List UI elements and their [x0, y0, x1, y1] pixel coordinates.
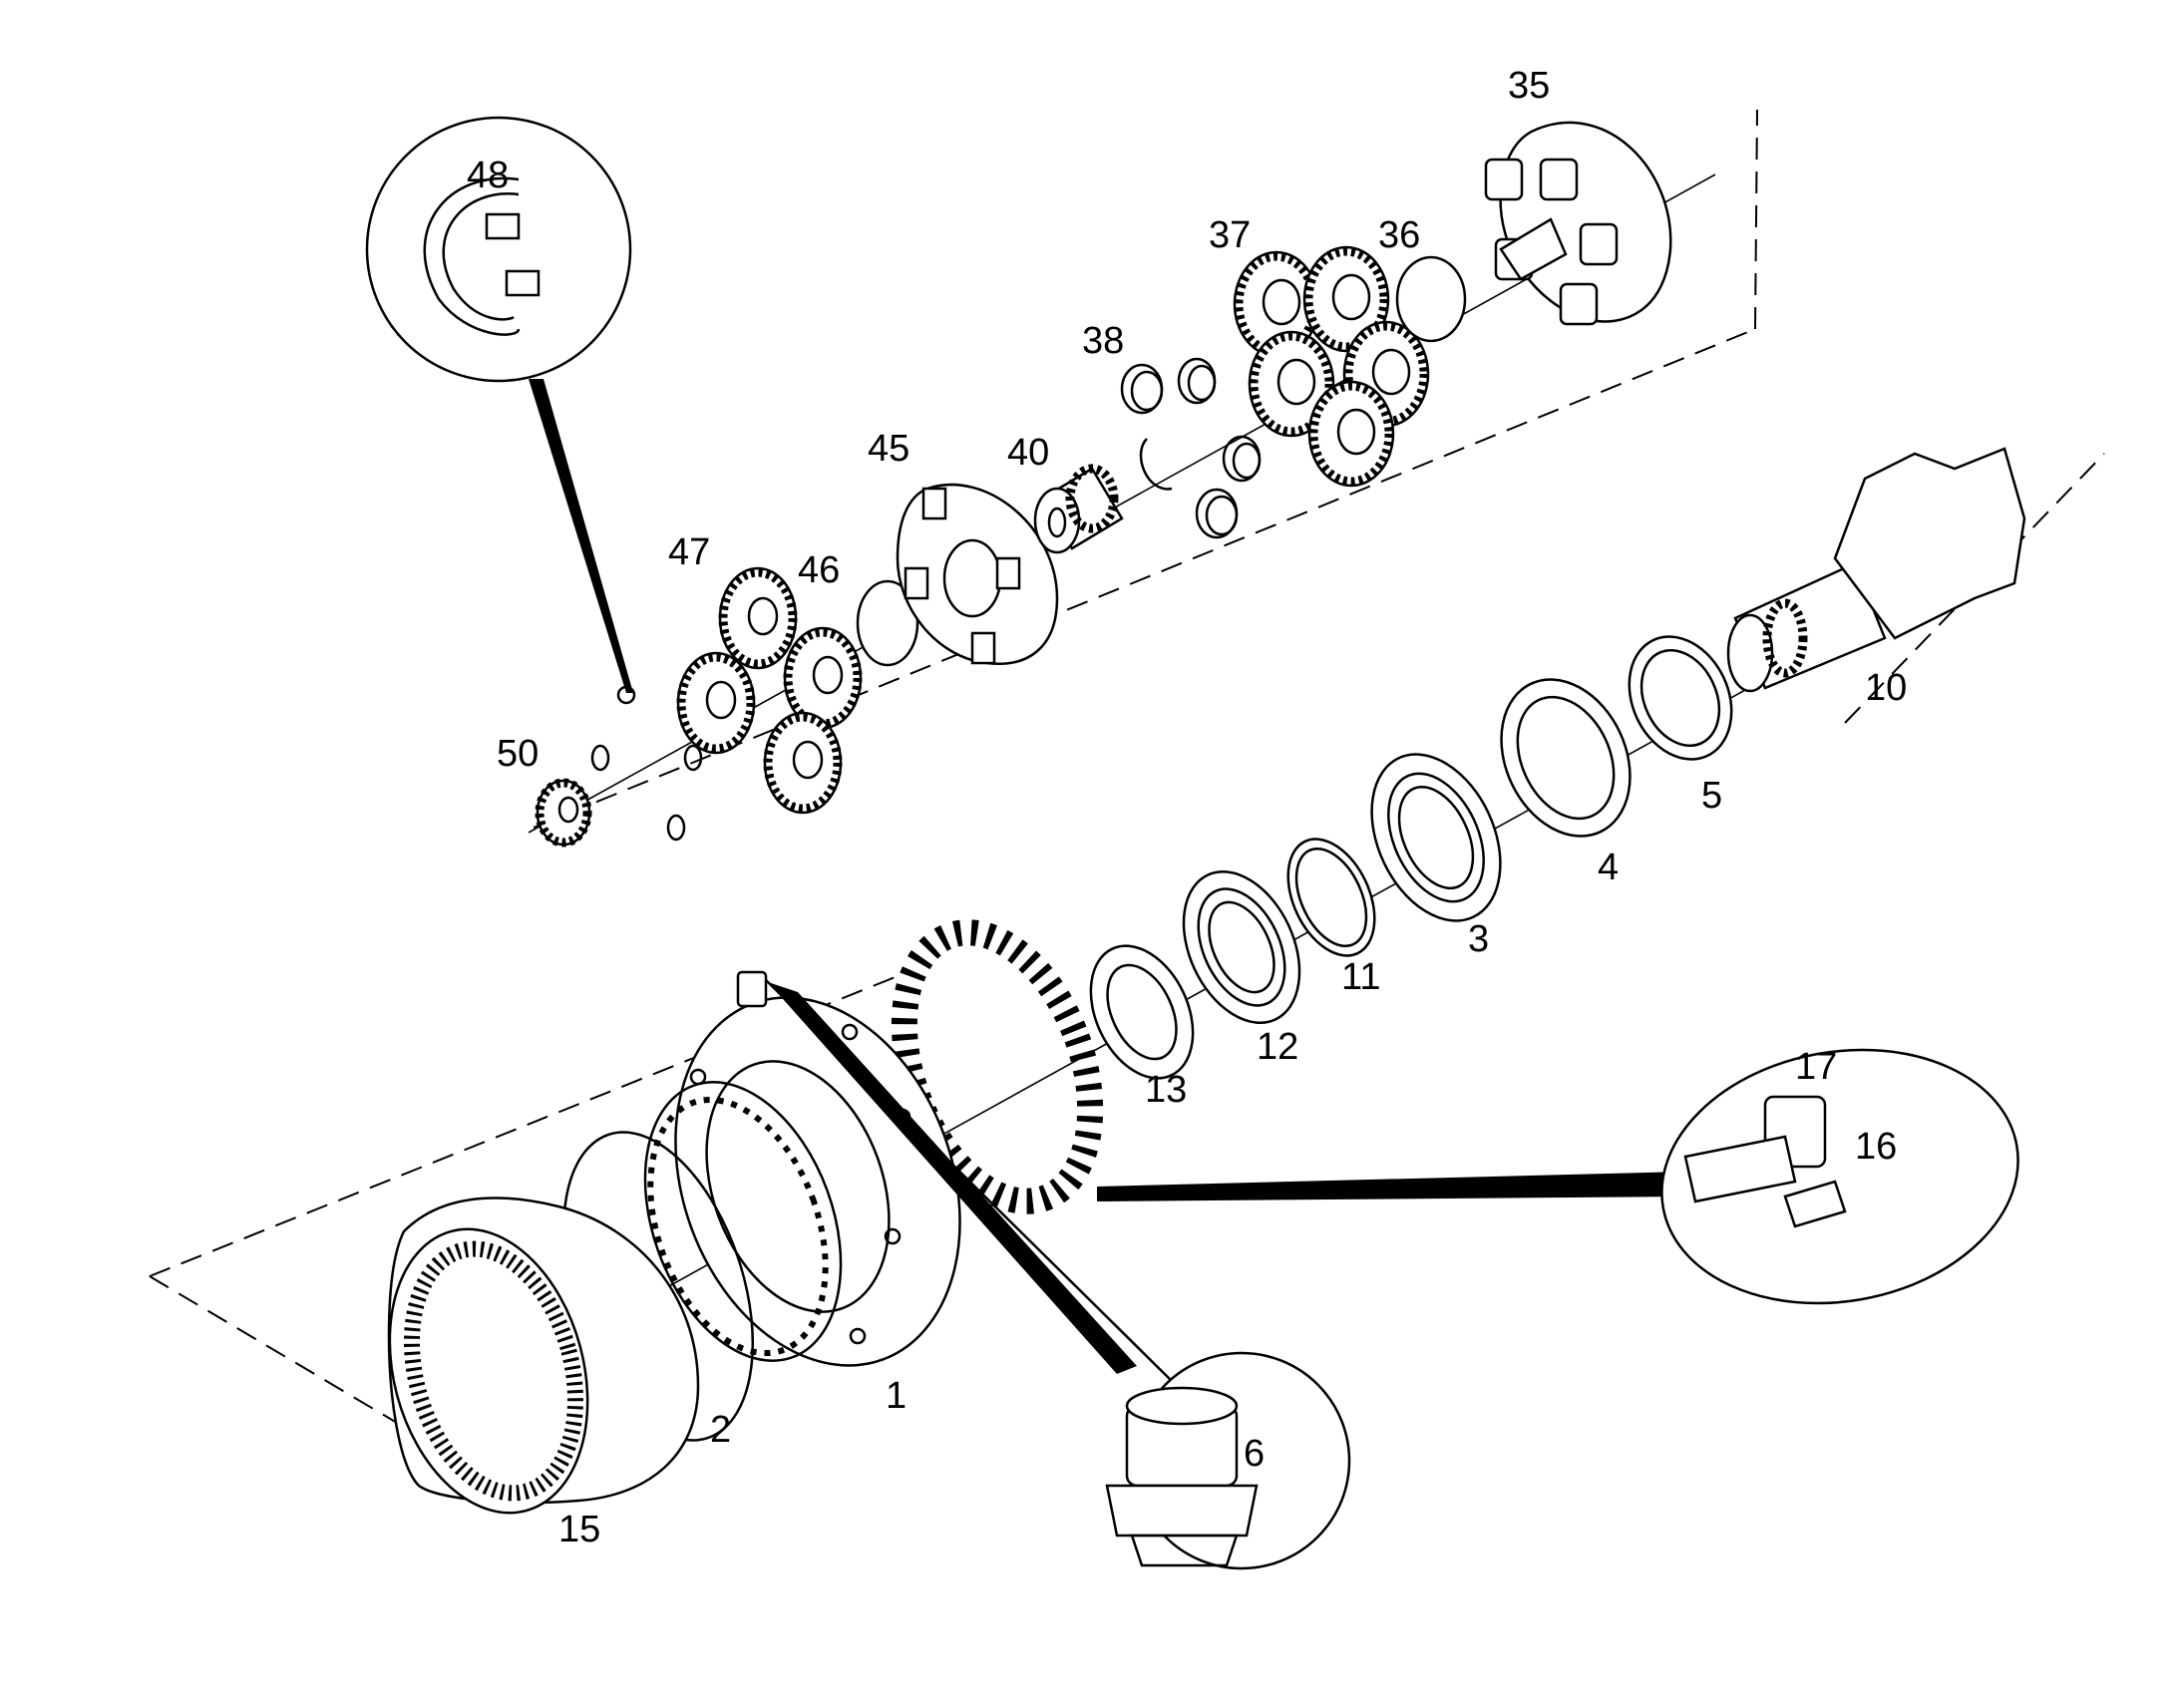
callout-17: 17	[1795, 1046, 1837, 1088]
part-planet-carrier-45	[896, 483, 1059, 665]
callout-5: 5	[1701, 775, 1722, 817]
leader-to-circlip	[529, 379, 633, 693]
part-ring-11	[1286, 838, 1376, 957]
part-seal-13	[1089, 944, 1195, 1080]
part-planet-carrier-35	[1484, 121, 1672, 326]
detail-bubble-bolt-pin	[1097, 1048, 2019, 1305]
callout-35: 35	[1508, 65, 1550, 107]
detail-bubble-plug	[736, 970, 1351, 1570]
callout-3: 3	[1468, 918, 1489, 960]
part-bearing-12	[1182, 869, 1301, 1025]
callout-15: 15	[558, 1509, 600, 1550]
part-thrust-washer-36	[1395, 255, 1467, 343]
callout-12: 12	[1257, 1026, 1298, 1068]
callout-38: 38	[1082, 320, 1124, 362]
callout-labels: 1 2 3 4 5 6 10 11 12 13 15 16 17 35 36 3…	[467, 65, 1907, 1550]
callout-10: 10	[1865, 667, 1907, 709]
callout-46: 46	[798, 549, 840, 591]
part-ring-gear-15	[387, 1196, 700, 1515]
callout-50: 50	[497, 733, 539, 775]
callout-40: 40	[1007, 432, 1049, 474]
part-bearing-3	[1370, 753, 1502, 922]
callout-37: 37	[1209, 214, 1251, 256]
callout-36: 36	[1378, 214, 1420, 256]
detail-bubble-circlip	[365, 116, 636, 705]
part-thrust-washer-46	[856, 579, 919, 667]
callout-2: 2	[710, 1409, 731, 1451]
callout-45: 45	[868, 428, 909, 470]
callout-4: 4	[1598, 847, 1619, 888]
part-planet-gears-47	[676, 566, 863, 815]
callout-6: 6	[1244, 1433, 1265, 1475]
part-bolt-ring	[891, 919, 1104, 1214]
part-sun-gear-50	[535, 778, 592, 848]
callout-48: 48	[467, 155, 509, 196]
part-drive-shaft-10	[1726, 447, 2026, 693]
part-rings-38	[1120, 357, 1262, 539]
callout-11: 11	[1341, 956, 1380, 998]
callout-13: 13	[1145, 1069, 1187, 1111]
callout-1: 1	[886, 1375, 907, 1417]
part-seal-4	[1500, 678, 1632, 838]
part-sun-gear-40	[1033, 464, 1124, 554]
part-shim-5	[1628, 635, 1733, 761]
part-planet-gears-37	[1233, 245, 1430, 488]
callout-47: 47	[668, 531, 710, 573]
small-snap-rings-group	[590, 744, 703, 842]
callout-16: 16	[1855, 1126, 1897, 1168]
